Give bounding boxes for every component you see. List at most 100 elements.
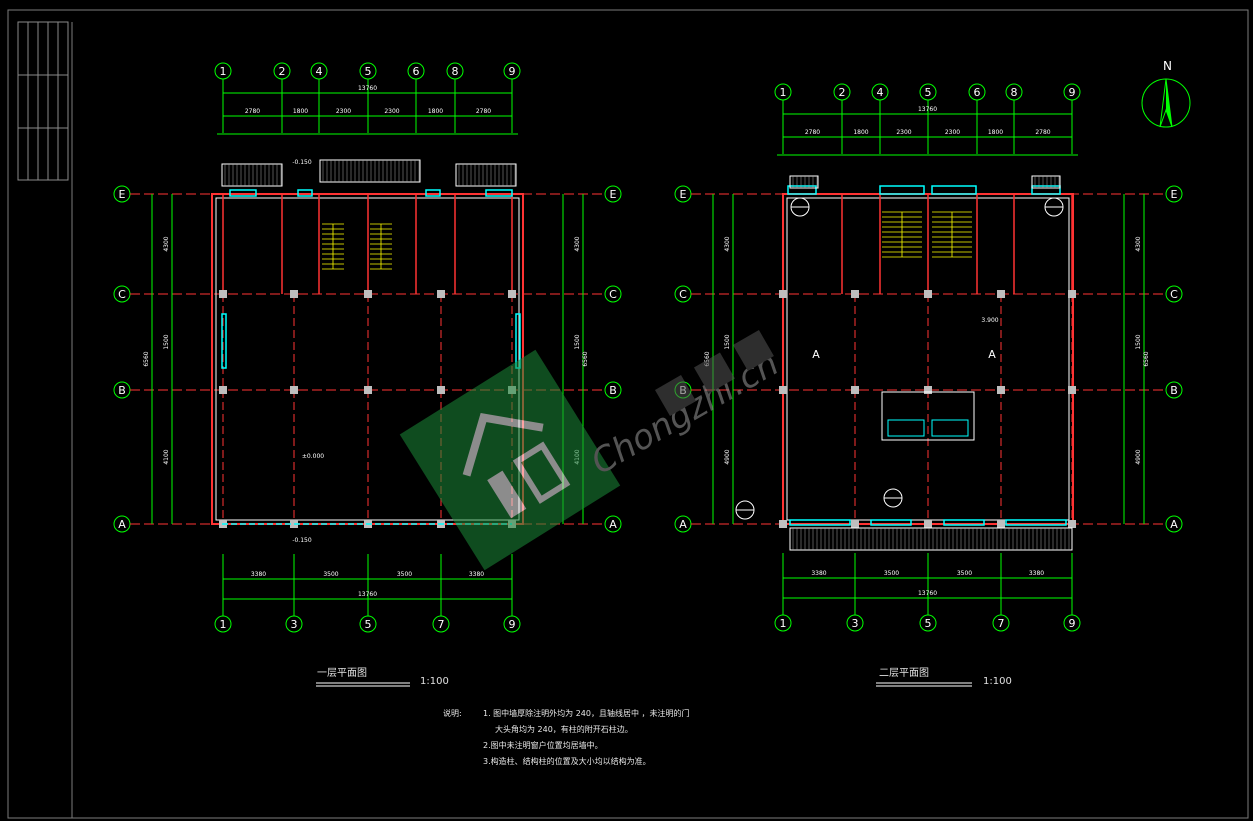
notes-label: 说明: [443,709,462,718]
drawing-frame [7,9,1249,819]
column-4-1 [1068,386,1076,394]
top-axis-1-label: 1 [780,86,787,99]
column-2-0 [924,290,932,298]
window-4 [297,189,313,197]
plan2-title: 二层平面图 [879,668,929,679]
right-axis-E-circle [604,185,622,203]
right-axis-B-label: B [1170,384,1178,397]
right-axis-A-label: A [1170,518,1178,531]
second-floor-plan: 124568913579EECCBBAA13760278018002300230… [674,83,1183,632]
window-2 [229,189,257,197]
plan2-bathtub-left [887,419,925,437]
bottom-axis-5-label: 5 [925,617,932,630]
top-axis-2-label: 2 [839,86,846,99]
bottom-axis-9-label: 9 [509,618,516,631]
window-3 [931,185,977,195]
canopy-2 [789,527,1073,551]
right-axis-B-circle [1165,381,1183,399]
right-axis-C-label: C [1170,288,1178,301]
column-3-2 [997,520,1005,528]
canopy-1 [455,163,517,187]
top-axis-5-label: 5 [925,86,932,99]
column-1-1 [851,386,859,394]
overall-dim-bottom: 13760 [918,590,937,597]
left-dim-2: 6560 [143,351,150,366]
top-axis-6-label: 6 [413,65,420,78]
top-dim-1: 1800 [293,108,308,115]
top-axis-9-label: 9 [509,65,516,78]
notes-line3: 3.构造柱、结构柱的位置及大小均以结构为准。 [483,757,651,766]
column-1-2 [851,520,859,528]
plan1-elev-bottom: -0.150 [292,537,312,544]
window-5 [425,189,441,197]
bottom-axis-5-label: 5 [365,618,372,631]
north-arrow-icon: N [1141,59,1191,128]
top-dim-0: 2780 [805,129,820,136]
column-1-0 [851,290,859,298]
right-dim-3: 4900 [1135,449,1142,464]
left-axis-E-label: E [680,188,687,201]
right-axis-A-circle [604,515,622,533]
left-axis-A-label: A [679,518,687,531]
canopy-0 [221,163,283,187]
top-axis-4-label: 4 [316,65,323,78]
right-dim-1: 1500 [1135,334,1142,349]
top-dim-3: 2300 [384,108,399,115]
left-axis-A-label: A [118,518,126,531]
column-2-0 [364,290,372,298]
column-0-0 [219,290,227,298]
canopy-2 [319,159,421,183]
left-dim-3: 4100 [163,449,170,464]
bottom-dim-2: 3500 [957,570,972,577]
bottom-axis-9-label: 9 [1069,617,1076,630]
plan2-scale: 1:100 [983,676,1012,687]
column-2-1 [364,386,372,394]
left-dim-2: 6560 [704,351,711,366]
window-1 [1031,185,1061,195]
overall-dim-top: 13760 [918,106,937,113]
bottom-axis-3-label: 3 [291,618,298,631]
right-dim-1: 1500 [574,334,581,349]
left-axis-E-label: E [119,188,126,201]
top-dim-2: 2300 [896,129,911,136]
canopy-1 [1031,175,1061,189]
plan1-title: 一层平面图 [317,668,367,679]
bottom-axis-7-label: 7 [998,617,1005,630]
right-axis-E-label: E [610,188,617,201]
right-axis-C-label: C [609,288,617,301]
left-dim-0: 4300 [163,236,170,251]
notes-line1: 1. 图中墙厚除注明外均为 240，且轴线居中 ，未注明的门 [483,709,690,718]
column-0-1 [779,386,787,394]
right-axis-E-label: E [1171,188,1178,201]
left-dim-1: 1500 [163,334,170,349]
top-axis-4-label: 4 [877,86,884,99]
right-axis-A-circle [1165,515,1183,533]
bottom-axis-1-label: 1 [780,617,787,630]
right-axis-B-label: B [609,384,617,397]
right-dim-2: 6560 [582,351,589,366]
window-7 [943,519,985,526]
bottom-dim-0: 3380 [811,570,826,577]
right-dim-0: 4300 [574,236,581,251]
right-axis-E-circle [1165,185,1183,203]
right-axis-A-label: A [609,518,617,531]
left-axis-C-label: C [118,288,126,301]
right-axis-C-circle [604,285,622,303]
bottom-dim-1: 3500 [323,571,338,578]
bottom-axis-7-label: 7 [438,618,445,631]
top-dim-4: 1800 [428,108,443,115]
window-3 [485,189,513,197]
top-axis-6-label: 6 [974,86,981,99]
column-0-1 [219,386,227,394]
right-axis-B-circle [604,381,622,399]
plan2-elev-mark: 3.900 [981,317,998,324]
left-dim-0: 4300 [724,236,731,251]
window-6 [870,519,912,526]
top-axis-9-label: 9 [1069,86,1076,99]
bottom-dim-3: 3380 [469,571,484,578]
bottom-axis-3-label: 3 [852,617,859,630]
side-title-block [17,21,69,181]
column-3-0 [437,290,445,298]
